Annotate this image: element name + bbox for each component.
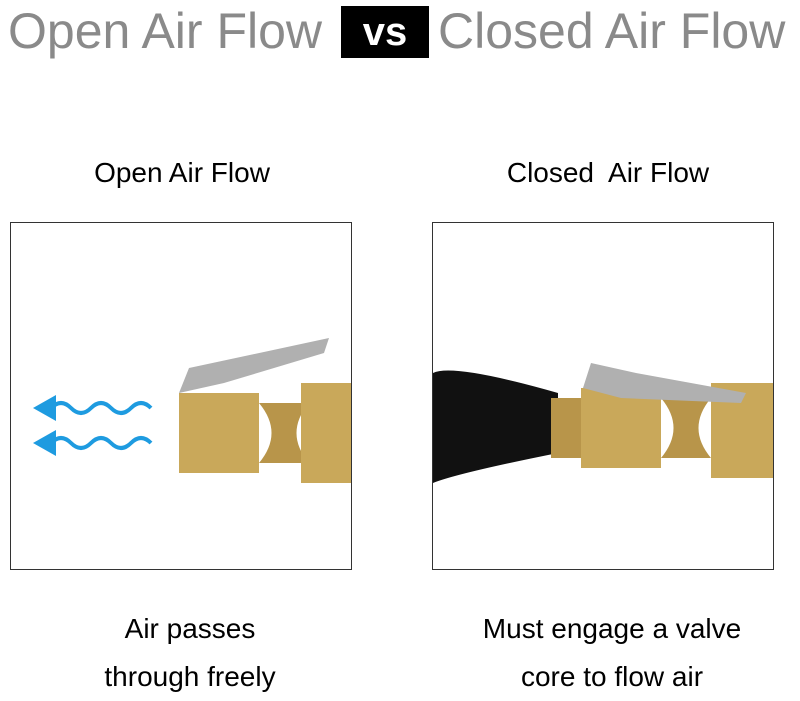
closed-caption-line2: core to flow air xyxy=(520,661,704,692)
closed-caption: Must engage a valve core to flow air xyxy=(432,605,792,701)
header-closed: Closed Air Flow xyxy=(438,3,786,59)
airflow-arrows-icon xyxy=(33,395,153,456)
brass-chuck-icon xyxy=(551,363,773,478)
closed-air-image xyxy=(432,222,774,570)
open-caption-line1: Air passes xyxy=(124,613,256,644)
brass-chuck-icon xyxy=(179,338,351,483)
closed-caption-line1: Must engage a valve xyxy=(482,613,742,644)
open-title: Open Air Flow xyxy=(94,157,270,188)
closed-title: Closed Air Flow xyxy=(506,157,710,188)
open-air-image xyxy=(10,222,352,570)
header-open: Open Air Flow xyxy=(8,3,323,59)
open-caption: Air passes through freely xyxy=(10,605,370,701)
hose-icon xyxy=(433,370,558,483)
open-caption-line2: through freely xyxy=(104,661,276,692)
vs-badge: vs xyxy=(341,6,429,58)
